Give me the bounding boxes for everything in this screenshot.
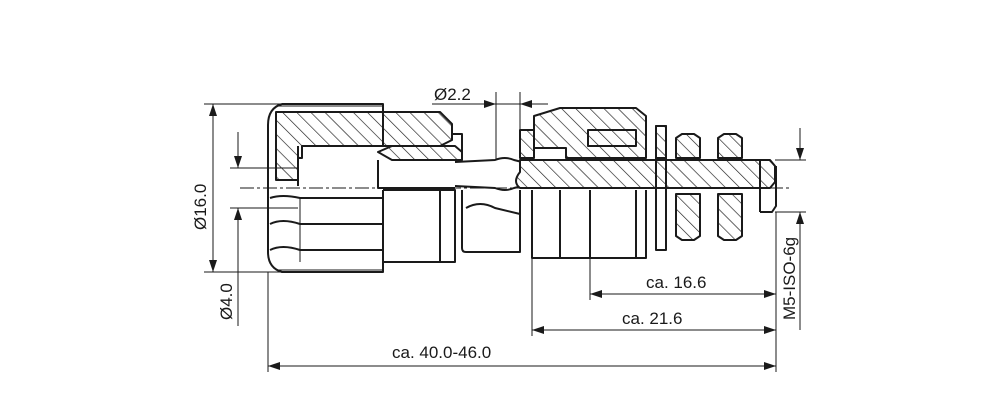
knob-diameter-label: Ø16.0 (191, 184, 210, 230)
dimension-lines (204, 92, 806, 372)
body (515, 107, 777, 259)
contact-sleeve (377, 133, 523, 253)
length-1-label: ca. 16.6 (646, 273, 707, 292)
thread-label: M5-ISO-6g (780, 237, 799, 320)
hole-diameter-label: Ø2.2 (434, 85, 471, 104)
plug-diameter-label: Ø4.0 (217, 283, 236, 320)
length-2-label: ca. 21.6 (622, 309, 683, 328)
knurled-knob (267, 103, 456, 273)
total-length-label: ca. 40.0-46.0 (392, 343, 491, 362)
